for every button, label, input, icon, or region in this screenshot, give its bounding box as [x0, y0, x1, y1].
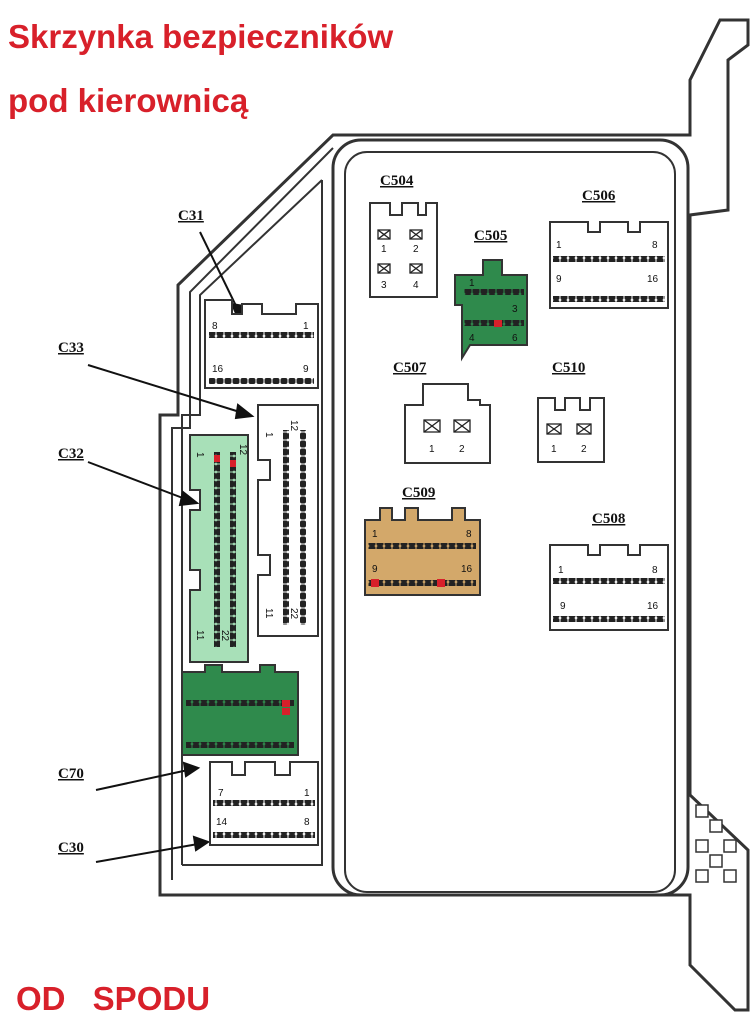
connector-c505: C505 1 3 4 6: [454, 228, 528, 362]
pointer-lines: [87, 231, 255, 863]
c505-pin-1: 1: [469, 278, 475, 289]
connector-c509: C509 1 8 9 16: [364, 485, 481, 596]
c510-pin-2: 2: [581, 444, 587, 455]
c506-label: C506: [582, 188, 616, 204]
c508-pin-9: 9: [560, 601, 566, 612]
c506-pin-1: 1: [556, 240, 562, 251]
left-column-frame: [181, 179, 323, 866]
c31-pin-8: 8: [212, 321, 218, 332]
title-line-1: Skrzynka bezpieczników: [8, 18, 394, 55]
c507-label: C507: [393, 360, 427, 376]
c504-label: C504: [380, 173, 414, 189]
connector-c32: C32 1 12 11 22: [58, 434, 249, 663]
inner-panel: [344, 151, 676, 893]
c33-pin-11: 11: [263, 608, 274, 619]
c70-label: C70: [58, 766, 84, 782]
connector-c508: C508 1 8 9 16: [549, 511, 669, 631]
c504-pin-1: 1: [381, 244, 387, 255]
footer-caption: OD SPODU: [16, 980, 210, 1018]
c509-pin-8: 8: [466, 529, 472, 540]
c70-pin-8: 8: [304, 817, 310, 828]
c30-label: C30: [58, 840, 84, 856]
c509-pin-1: 1: [372, 529, 378, 540]
c31-label: C31: [178, 208, 204, 224]
c505-pin-6: 6: [512, 333, 518, 344]
c32-pin-22: 22: [219, 630, 230, 642]
c509-pin-9: 9: [372, 564, 378, 575]
c70-pin-14: 14: [216, 817, 228, 828]
c509-pin-16: 16: [461, 564, 473, 575]
c506-pin-9: 9: [556, 274, 562, 285]
c508-pin-1: 1: [558, 565, 564, 576]
c507-pin-1: 1: [429, 444, 435, 455]
c33-pin-22: 22: [288, 608, 299, 620]
c504-pin-3: 3: [381, 280, 387, 291]
c505-pin-4: 4: [469, 333, 475, 344]
connector-c31: C31 8 1 16 9: [178, 208, 319, 389]
c32-pin-1: 1: [194, 452, 205, 458]
c70-pin-1: 1: [304, 788, 310, 799]
connector-dark-green-left: [181, 664, 299, 756]
c510-pin-1: 1: [551, 444, 557, 455]
c33-pin-1: 1: [263, 432, 274, 438]
c31-pin-1: 1: [303, 321, 309, 332]
c510-label: C510: [552, 360, 585, 376]
c31-pin-9: 9: [303, 364, 309, 375]
connector-c506: C506 1 8 9 16: [549, 188, 669, 309]
housing-outline: [158, 18, 750, 1012]
connector-c510: C510 1 2: [537, 360, 605, 463]
c32-label: C32: [58, 446, 84, 462]
connector-c507: C507 1 2: [393, 360, 491, 464]
c508-label: C508: [592, 511, 625, 527]
c32-pin-11: 11: [194, 630, 205, 641]
connector-c33: C33 1 12 11 22: [58, 340, 319, 637]
connector-c504: C504 1 2 3 4: [369, 173, 438, 298]
c504-pin-2: 2: [413, 244, 419, 255]
c506-pin-16: 16: [647, 274, 659, 285]
c508-pin-16: 16: [647, 601, 659, 612]
c504-pin-4: 4: [413, 280, 419, 291]
c507-pin-2: 2: [459, 444, 465, 455]
connector-c70: C70 7 1 14 8: [58, 761, 319, 846]
c509-label: C509: [402, 485, 435, 501]
side-vent: [695, 804, 737, 883]
footer-left: OD: [16, 980, 66, 1017]
main-panel: [331, 138, 690, 897]
c33-label: C33: [58, 340, 84, 356]
c31-pin-16: 16: [212, 364, 224, 375]
c70-pin-7: 7: [218, 788, 224, 799]
footer-right: SPODU: [92, 980, 211, 1017]
c508-pin-8: 8: [652, 565, 658, 576]
c32-pin-12: 12: [237, 444, 248, 456]
c33-pin-12: 12: [288, 420, 299, 432]
c505-label: C505: [474, 228, 507, 244]
title-line-2: pod kierownicą: [8, 82, 249, 119]
c505-pin-3: 3: [512, 304, 518, 315]
c506-pin-8: 8: [652, 240, 658, 251]
